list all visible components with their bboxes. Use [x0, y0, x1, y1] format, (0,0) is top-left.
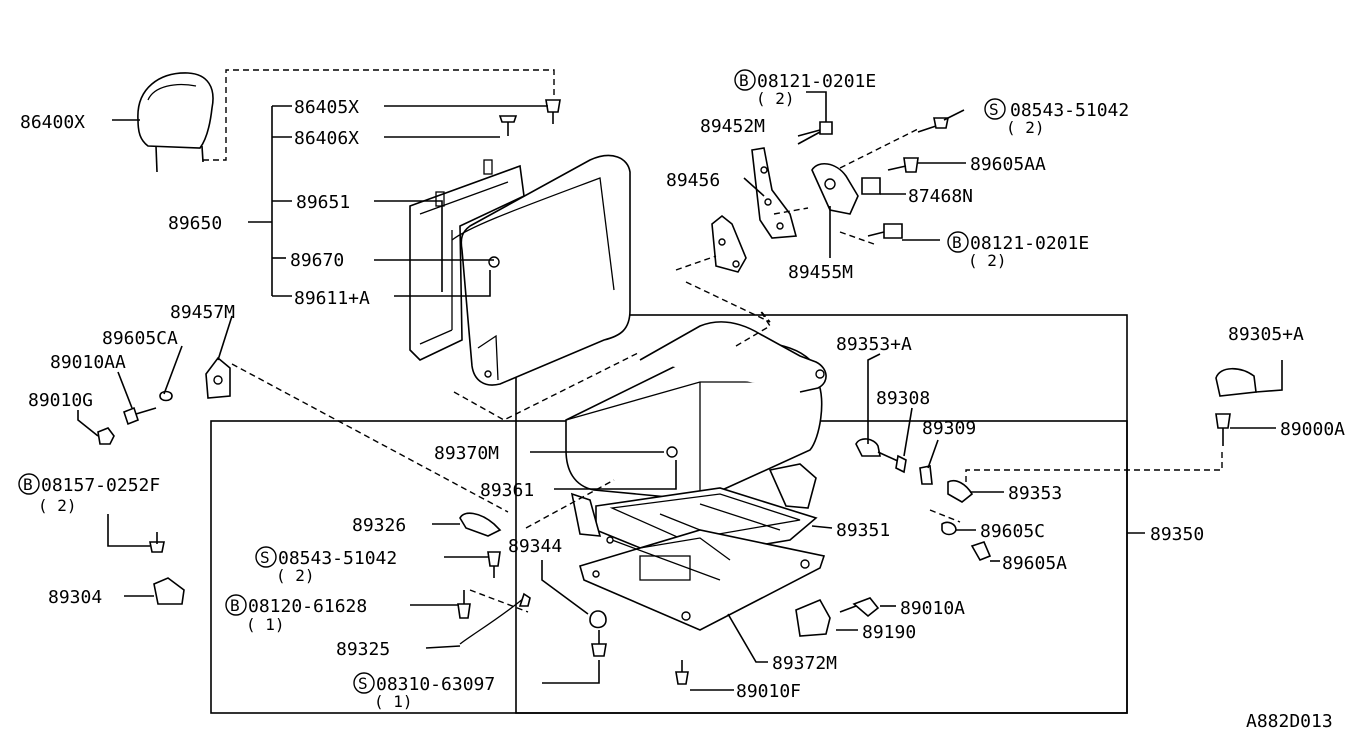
label-89351: 89351 [836, 520, 890, 541]
callout-08543-51042-lower: S 08543-51042 ( 2) [255, 546, 397, 585]
label-89370m: 89370M [434, 443, 499, 464]
svg-text:08543-51042: 08543-51042 [278, 548, 397, 569]
callout-08310-63097: S 08310-63097 ( 1) [353, 672, 495, 711]
label-89344: 89344 [508, 536, 562, 557]
svg-text:08121-0201E: 08121-0201E [970, 233, 1089, 254]
label-89309: 89309 [922, 418, 976, 439]
diagram-id: A882D013 [1246, 711, 1333, 732]
label-89353: 89353 [1008, 483, 1062, 504]
guide-bolts [498, 99, 561, 136]
label-89308: 89308 [876, 388, 930, 409]
label-89651: 89651 [296, 192, 350, 213]
label-89190: 89190 [862, 622, 916, 643]
label-89452m: 89452M [700, 116, 765, 137]
svg-text:08121-0201E: 08121-0201E [757, 71, 876, 92]
label-89010a: 89010A [900, 598, 965, 619]
callout-08121-0201e-lower: B 08121-0201E ( 2) [947, 231, 1089, 270]
seat-back-part [409, 154, 641, 421]
label-89010aa: 89010AA [50, 352, 126, 373]
svg-text:08120-61628: 08120-61628 [248, 596, 367, 617]
headrest-part [137, 69, 555, 173]
label-86405x: 86405X [294, 97, 359, 118]
label-89353a: 89353+A [836, 334, 912, 355]
svg-text:08543-51042: 08543-51042 [1010, 100, 1129, 121]
label-89455m: 89455M [788, 262, 853, 283]
svg-text:( 2): ( 2) [756, 89, 795, 108]
label-89361: 89361 [480, 480, 534, 501]
label-89326: 89326 [352, 515, 406, 536]
label-89000a: 89000A [1280, 419, 1345, 440]
svg-text:( 1): ( 1) [374, 692, 413, 711]
svg-text:( 2): ( 2) [968, 251, 1007, 270]
svg-text:( 2): ( 2) [1006, 118, 1045, 137]
label-86400x: 86400X [20, 112, 85, 133]
svg-text:08310-63097: 08310-63097 [376, 674, 495, 695]
label-89372m: 89372M [772, 653, 837, 674]
svg-text:( 2): ( 2) [276, 566, 315, 585]
callout-08157-0252f: B 08157-0252F ( 2) [18, 473, 160, 515]
label-89457m: 89457M [170, 302, 235, 323]
label-89010f: 89010F [736, 681, 801, 702]
svg-text:B: B [952, 233, 962, 252]
seat-cushion-part [565, 309, 827, 501]
label-89456: 89456 [666, 170, 720, 191]
callout-08543-51042-upper: S 08543-51042 ( 2) [984, 98, 1129, 137]
label-89605a: 89605A [1002, 553, 1067, 574]
svg-text:B: B [739, 71, 749, 90]
label-89350: 89350 [1150, 524, 1204, 545]
svg-text:S: S [260, 548, 270, 567]
hinge-brackets [675, 117, 949, 323]
label-87468n: 87468N [908, 186, 973, 207]
seat-tray-part [525, 463, 826, 631]
svg-text:08157-0252F: 08157-0252F [41, 475, 160, 496]
label-89305a: 89305+A [1228, 324, 1304, 345]
svg-text:B: B [230, 596, 240, 615]
svg-text:B: B [23, 475, 33, 494]
svg-text:( 1): ( 1) [246, 615, 285, 634]
label-86406x: 86406X [294, 128, 359, 149]
callout-labels: 86400X 86405X 86406X 89650 89651 89670 8… [18, 69, 1345, 732]
label-89605c: 89605C [980, 521, 1045, 542]
label-89010g: 89010G [28, 390, 93, 411]
svg-text:S: S [989, 100, 999, 119]
label-89605aa: 89605AA [970, 154, 1046, 175]
left-hardware [97, 356, 689, 685]
right-hardware [795, 367, 1257, 637]
label-89605ca: 89605CA [102, 328, 178, 349]
label-89325: 89325 [336, 639, 390, 660]
callout-08121-0201e-upper: B 08121-0201E ( 2) [734, 69, 876, 108]
svg-text:( 2): ( 2) [38, 496, 77, 515]
callout-08120-61628: B 08120-61628 ( 1) [225, 594, 367, 634]
leader-lines [77, 91, 1283, 691]
svg-text:S: S [358, 674, 368, 693]
label-89304: 89304 [48, 587, 102, 608]
label-89611a: 89611+A [294, 288, 370, 309]
label-89650: 89650 [168, 213, 222, 234]
label-89670: 89670 [290, 250, 344, 271]
